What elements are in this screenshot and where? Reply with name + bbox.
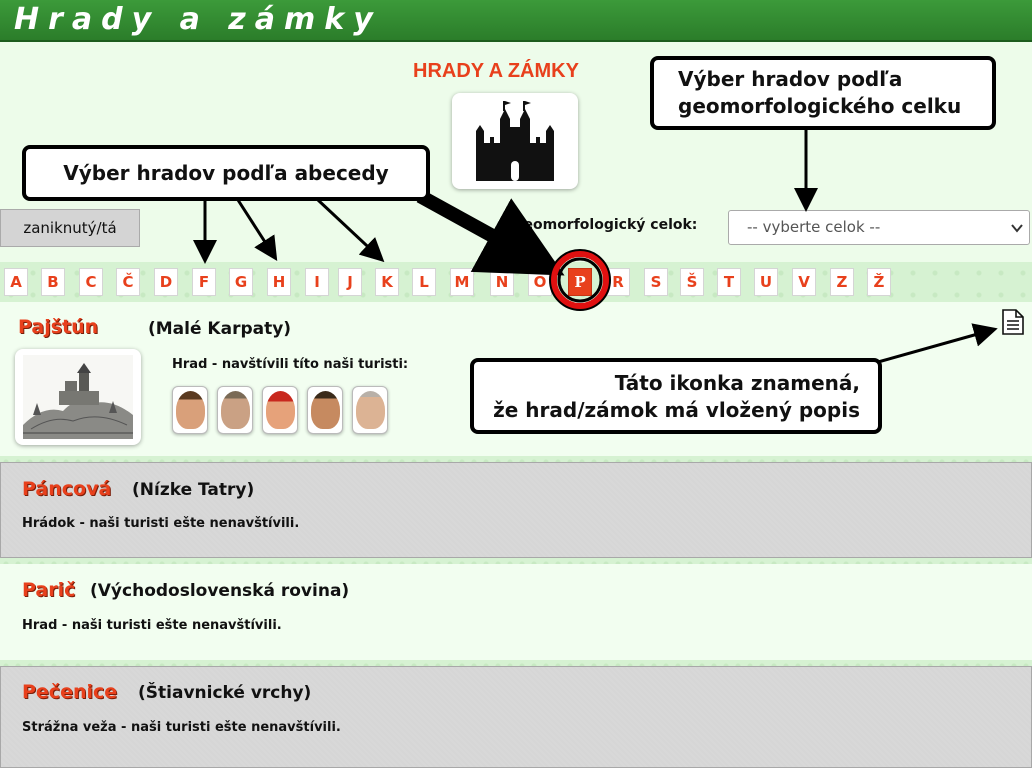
alphabet-callout: Výber hradov podľa abecedy [22,145,430,201]
castle-region: (Malé Karpaty) [148,319,292,339]
castle-logo[interactable] [452,93,578,189]
visitor-avatar[interactable] [307,386,343,434]
letter-z-caron[interactable]: Ž [867,268,891,296]
visitor-avatar[interactable] [172,386,208,434]
card-separator [0,456,1032,462]
castle-name-link[interactable]: Páncová [22,478,112,500]
letter-t[interactable]: T [717,268,741,296]
letter-z[interactable]: Z [830,268,854,296]
letter-f[interactable]: F [192,268,216,296]
castle-region: (Štiavnické vrchy) [138,683,312,703]
icon-callout: Táto ikonka znamená, že hrad/zámok má vl… [470,358,882,434]
letter-b[interactable]: B [41,268,65,296]
visitor-avatar[interactable] [262,386,298,434]
visitor-avatar[interactable] [352,386,388,434]
castle-type-text: Strážna veža - naši turisti ešte nenavšt… [22,720,341,735]
visitor-avatar[interactable] [217,386,253,434]
letter-i[interactable]: I [305,268,329,296]
letter-d[interactable]: D [154,268,178,296]
document-icon[interactable] [1001,309,1025,335]
letter-l[interactable]: L [412,268,436,296]
castle-name-link[interactable]: Parič [22,579,76,601]
castle-region: (Východoslovenská rovina) [90,581,350,601]
castle-name-link[interactable]: Pajštún [18,316,99,338]
letter-u[interactable]: U [754,268,778,296]
site-title: HRADY A ZÁMKY [413,60,579,82]
castle-type-text: Hrad - navštívili títo naši turisti: [172,357,409,372]
icon-callout-line1: Táto ikonka znamená, [614,371,860,395]
castle-silhouette-icon [476,101,554,181]
castle-region: (Nízke Tatry) [132,480,255,500]
card-separator [0,558,1032,564]
header-title: Hrady a zámky [14,2,382,37]
letter-k[interactable]: K [375,268,399,296]
castle-card [0,462,1032,558]
card-separator [0,660,1032,666]
letter-s-caron[interactable]: Š [680,268,704,296]
castle-card [0,666,1032,768]
geo-callout: Výber hradov podľa geomorfologického cel… [650,56,996,130]
letter-g[interactable]: G [229,268,253,296]
letter-a[interactable]: A [4,268,28,296]
castle-type-text: Hrádok - naši turisti ešte nenavštívili. [22,516,300,531]
chevron-down-icon [1011,224,1023,233]
letter-j[interactable]: J [338,268,362,296]
castle-type-text: Hrad - naši turisti ešte nenavštívili. [22,618,282,633]
app-header: Hrady a zámky [0,0,1032,42]
letter-h[interactable]: H [267,268,291,296]
status-filter-button[interactable]: zaniknutý/tá [0,209,140,247]
geo-callout-line2: geomorfologického celku [678,94,962,118]
castle-name-link[interactable]: Pečenice [22,681,118,703]
castle-card [0,564,1032,660]
icon-callout-line2: že hrad/zámok má vložený popis [493,398,860,422]
letter-s[interactable]: S [644,268,668,296]
geo-filter-select[interactable]: -- vyberte celok -- [728,210,1030,245]
geo-callout-line1: Výber hradov podľa [678,67,903,91]
letter-m[interactable]: M [450,268,474,296]
letter-v[interactable]: V [792,268,816,296]
letter-c-caron[interactable]: Č [116,268,140,296]
letter-p-active[interactable]: P [568,268,592,296]
castle-engraving-image [23,355,133,439]
castle-thumbnail[interactable] [15,349,141,445]
geo-select-value: -- vyberte celok -- [747,218,881,236]
letter-c[interactable]: C [79,268,103,296]
